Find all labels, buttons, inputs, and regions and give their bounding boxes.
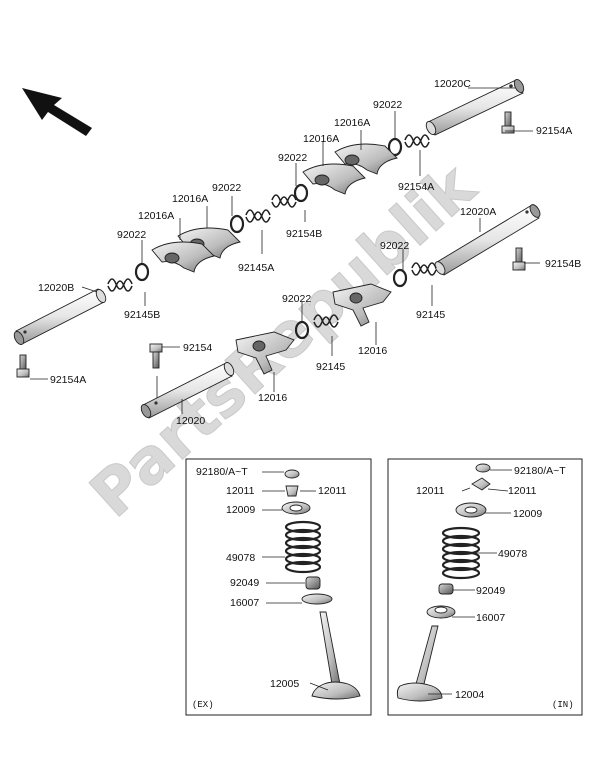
label-in-49078: 49078 <box>498 548 527 560</box>
label-92022-c: 92022 <box>212 182 241 194</box>
label-92145A: 92145A <box>238 262 274 274</box>
box-intake-valve <box>387 458 583 716</box>
label-92154A-mid: 92154A <box>398 181 434 193</box>
label-92154A-left: 92154A <box>50 374 86 386</box>
label-in-12011-left: 12011 <box>416 485 445 497</box>
label-92022-b: 92022 <box>278 152 307 164</box>
rocker-shaft-12020B <box>13 288 107 345</box>
label-12016-b: 12016 <box>258 392 287 404</box>
rocker-arm-12016A-2 <box>302 163 366 195</box>
spring-92145B <box>107 278 133 292</box>
label-ex-92049: 92049 <box>230 577 259 589</box>
label-in-12011-right: 12011 <box>508 485 537 497</box>
label-12016-a: 12016 <box>358 345 387 357</box>
spring-92145-b <box>313 314 339 328</box>
label-92154A-top: 92154A <box>536 125 572 137</box>
label-92145B: 92145B <box>124 309 160 321</box>
label-12020C: 12020C <box>434 78 471 90</box>
label-92022-a: 92022 <box>373 99 402 111</box>
label-12016A-c: 12016A <box>172 193 208 205</box>
label-92022-d: 92022 <box>117 229 146 241</box>
spring-92145A <box>245 209 271 223</box>
label-92145-a: 92145 <box>416 309 445 321</box>
label-92154B-a: 92154B <box>286 228 322 240</box>
washer-92022-a <box>387 137 403 157</box>
label-in-92049: 92049 <box>476 585 505 597</box>
label-ex-12005: 12005 <box>270 678 299 690</box>
rocker-arm-12016-a <box>332 283 392 327</box>
washer-92022-b <box>293 183 309 203</box>
label-92022-e: 92022 <box>380 240 409 252</box>
label-12020: 12020 <box>176 415 205 427</box>
rocker-shaft-12020A <box>434 204 541 276</box>
bolt-92154 <box>149 343 163 369</box>
rocker-arm-12016-b <box>235 331 295 375</box>
direction-arrow-icon <box>22 88 92 136</box>
label-ex-12011-left: 12011 <box>226 485 255 497</box>
rocker-arm-12016A-4 <box>151 241 215 273</box>
label-92022-f: 92022 <box>282 293 311 305</box>
in-leader-lines <box>428 469 512 695</box>
spring-92154B-a <box>271 194 297 208</box>
rocker-shaft-12020C <box>425 79 525 136</box>
bolt-92154A-top <box>501 111 515 134</box>
washer-92022-d <box>134 262 150 282</box>
box-exhaust-valve <box>185 458 372 716</box>
label-in-tag: (IN) <box>552 700 574 710</box>
label-92154B-b: 92154B <box>545 258 581 270</box>
label-in-12009: 12009 <box>513 508 542 520</box>
label-12020A: 12020A <box>460 206 496 218</box>
label-92154: 92154 <box>183 342 212 354</box>
label-ex-tag: (EX) <box>192 700 214 710</box>
label-in-16007: 16007 <box>476 612 505 624</box>
label-ex-49078: 49078 <box>226 552 255 564</box>
rocker-arm-12016A-1 <box>334 143 398 175</box>
label-ex-12011-right: 12011 <box>318 485 347 497</box>
ex-leader-lines <box>262 471 329 691</box>
label-92145-b: 92145 <box>316 361 345 373</box>
label-12016A-b: 12016A <box>303 133 339 145</box>
leader-lines-top <box>30 87 540 414</box>
label-12016A-d: 12016A <box>138 210 174 222</box>
bolt-92154B-right <box>512 247 526 271</box>
in-valve-parts <box>396 463 491 702</box>
rocker-shaft-12020 <box>140 362 235 419</box>
spring-92145-a <box>411 262 437 276</box>
label-12016A-a: 12016A <box>334 117 370 129</box>
label-in-12004: 12004 <box>455 689 484 701</box>
label-ex-12009: 12009 <box>226 504 255 516</box>
spring-92154A-mid <box>404 134 430 148</box>
label-in-92180: 92180/A~T <box>514 465 566 477</box>
bolt-92154A-left <box>16 354 30 378</box>
label-ex-92180: 92180/A~T <box>196 466 248 478</box>
label-ex-16007: 16007 <box>230 597 259 609</box>
washer-92022-e <box>392 268 408 288</box>
ex-valve-parts <box>281 469 361 700</box>
label-12020B: 12020B <box>38 282 74 294</box>
washer-92022-c <box>229 214 245 234</box>
